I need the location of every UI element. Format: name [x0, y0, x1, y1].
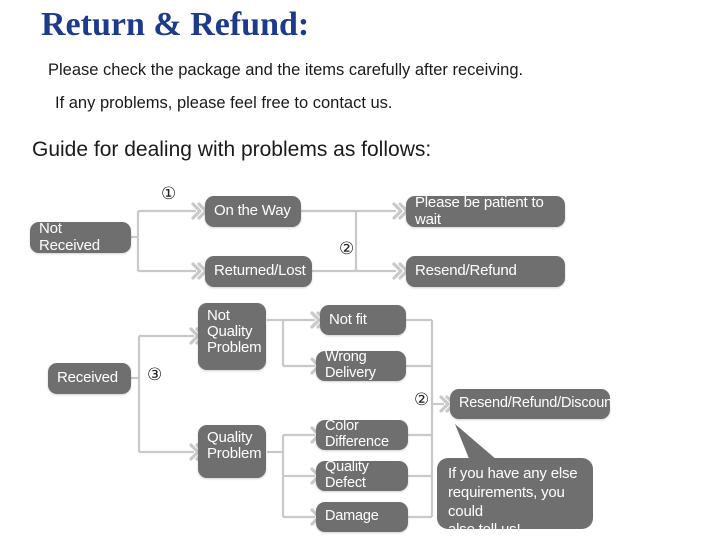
- node-on-the-way[interactable]: On the Way: [205, 196, 301, 227]
- node-not-received[interactable]: Not Received: [30, 220, 131, 254]
- node-label: Not fit: [329, 310, 367, 328]
- node-quality-defect[interactable]: Quality Defect: [316, 459, 408, 491]
- marker-2b: ②: [414, 390, 430, 410]
- node-color-difference[interactable]: Color Difference: [316, 418, 408, 450]
- node-label: Damage: [325, 508, 379, 525]
- node-resend-refund-discount[interactable]: Resend/Refund/Discount: [450, 389, 616, 419]
- node-label: Not Received: [39, 220, 100, 254]
- node-not-quality-problem[interactable]: Not Quality Problem: [198, 303, 266, 370]
- callout-line-2: requirements, you could: [448, 483, 565, 520]
- callout-line-1: If you have any else: [448, 465, 578, 482]
- node-quality-problem[interactable]: Quality Problem: [198, 425, 266, 478]
- node-damage[interactable]: Damage: [316, 502, 408, 532]
- intro-line-1: Please check the package and the items c…: [48, 61, 524, 79]
- node-label: Quality Problem: [207, 429, 262, 463]
- node-label: Resend/Refund/Discount: [459, 395, 616, 412]
- node-received[interactable]: Received: [48, 363, 131, 394]
- marker-1: ①: [161, 184, 177, 204]
- node-label: Not Quality Problem: [207, 307, 262, 357]
- node-not-fit[interactable]: Not fit: [320, 305, 406, 335]
- callout-bubble: If you have any else requirements, you c…: [437, 458, 593, 538]
- node-be-patient[interactable]: Please be patient to wait: [406, 194, 565, 228]
- guide-heading: Guide for dealing with problems as follo…: [32, 138, 432, 161]
- node-label: Received: [57, 369, 118, 387]
- node-label: Please be patient to wait: [415, 194, 544, 228]
- node-label: Resend/Refund: [415, 262, 517, 280]
- node-wrong-delivery[interactable]: Wrong Delivery: [316, 349, 406, 381]
- marker-3: ③: [147, 365, 163, 385]
- node-label: Color Difference: [325, 418, 389, 450]
- intro-line-2: If any problems, please feel free to con…: [55, 94, 393, 112]
- node-label: On the Way: [214, 202, 291, 220]
- node-label: Returned/Lost: [214, 262, 306, 280]
- node-label: Wrong Delivery: [325, 349, 376, 381]
- marker-2a: ②: [339, 239, 355, 259]
- page-title: Return & Refund:: [41, 6, 310, 43]
- callout-line-3: also tell us!: [448, 521, 521, 539]
- node-label: Quality Defect: [325, 459, 369, 491]
- node-resend-refund[interactable]: Resend/Refund: [406, 256, 565, 287]
- node-returned-lost[interactable]: Returned/Lost: [205, 256, 312, 287]
- callout-tail: [455, 424, 504, 466]
